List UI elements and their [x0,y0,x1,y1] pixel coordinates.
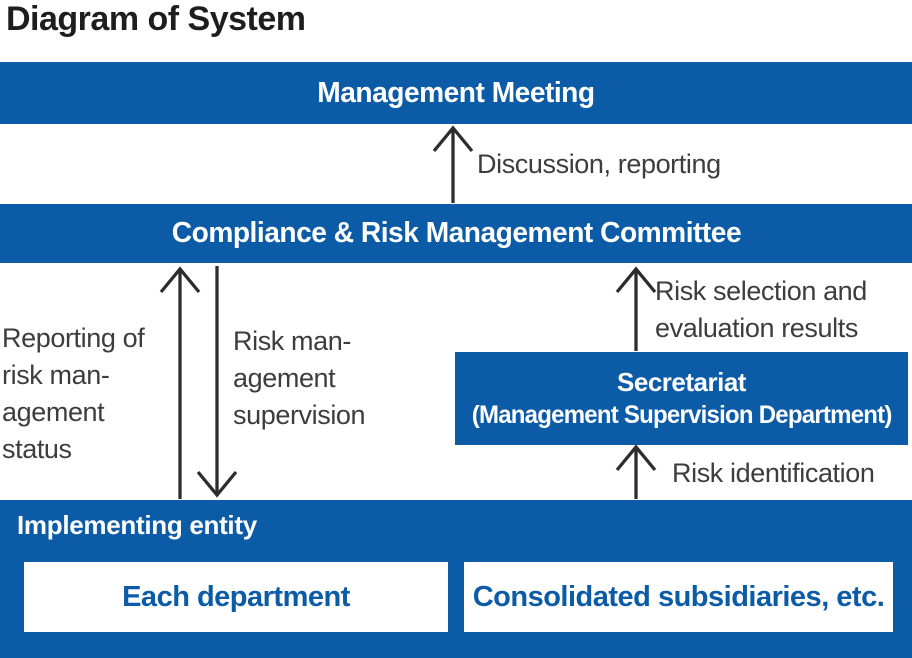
node-management-meeting: Management Meeting [0,62,912,124]
committee-label: Compliance & Risk Management Committee [171,217,741,249]
reporting-status-up-arrow-icon [159,266,201,499]
node-consolidated-subsidiaries: Consolidated subsidiaries, etc. [464,562,893,632]
consolidated-subsidiaries-label: Consolidated subsidiaries, etc. [472,580,885,613]
node-secretariat: Secretariat (Management Supervision Depa… [455,352,908,445]
risk-identification-label: Risk identification [672,458,875,488]
risk-supervision-label: Risk man- agement supervision [233,326,366,430]
secretariat-label: Secretariat [617,367,746,397]
management-meeting-label: Management Meeting [317,76,595,109]
supervision-down-arrow-icon [196,266,238,498]
secretariat-sublabel: (Management Supervision Department) [471,401,893,429]
risk-selection-up-arrow-icon [615,266,657,351]
risk-selection-label: Risk selection and evaluation results [655,276,867,343]
page-title: Diagram of System [6,0,306,38]
discussion-reporting-label: Discussion, reporting [477,149,721,179]
each-department-label: Each department [122,580,350,613]
reporting-status-label: Reporting of risk man- agement status [2,323,145,464]
discussion-up-arrow-icon [432,125,474,203]
risk-identification-up-arrow-icon [615,444,657,499]
node-each-department: Each department [24,562,448,632]
node-implementing-entity: Implementing entity Each department Cons… [0,500,912,658]
implementing-entity-label: Implementing entity [17,510,257,540]
node-compliance-risk-committee: Compliance & Risk Management Committee [0,204,912,263]
